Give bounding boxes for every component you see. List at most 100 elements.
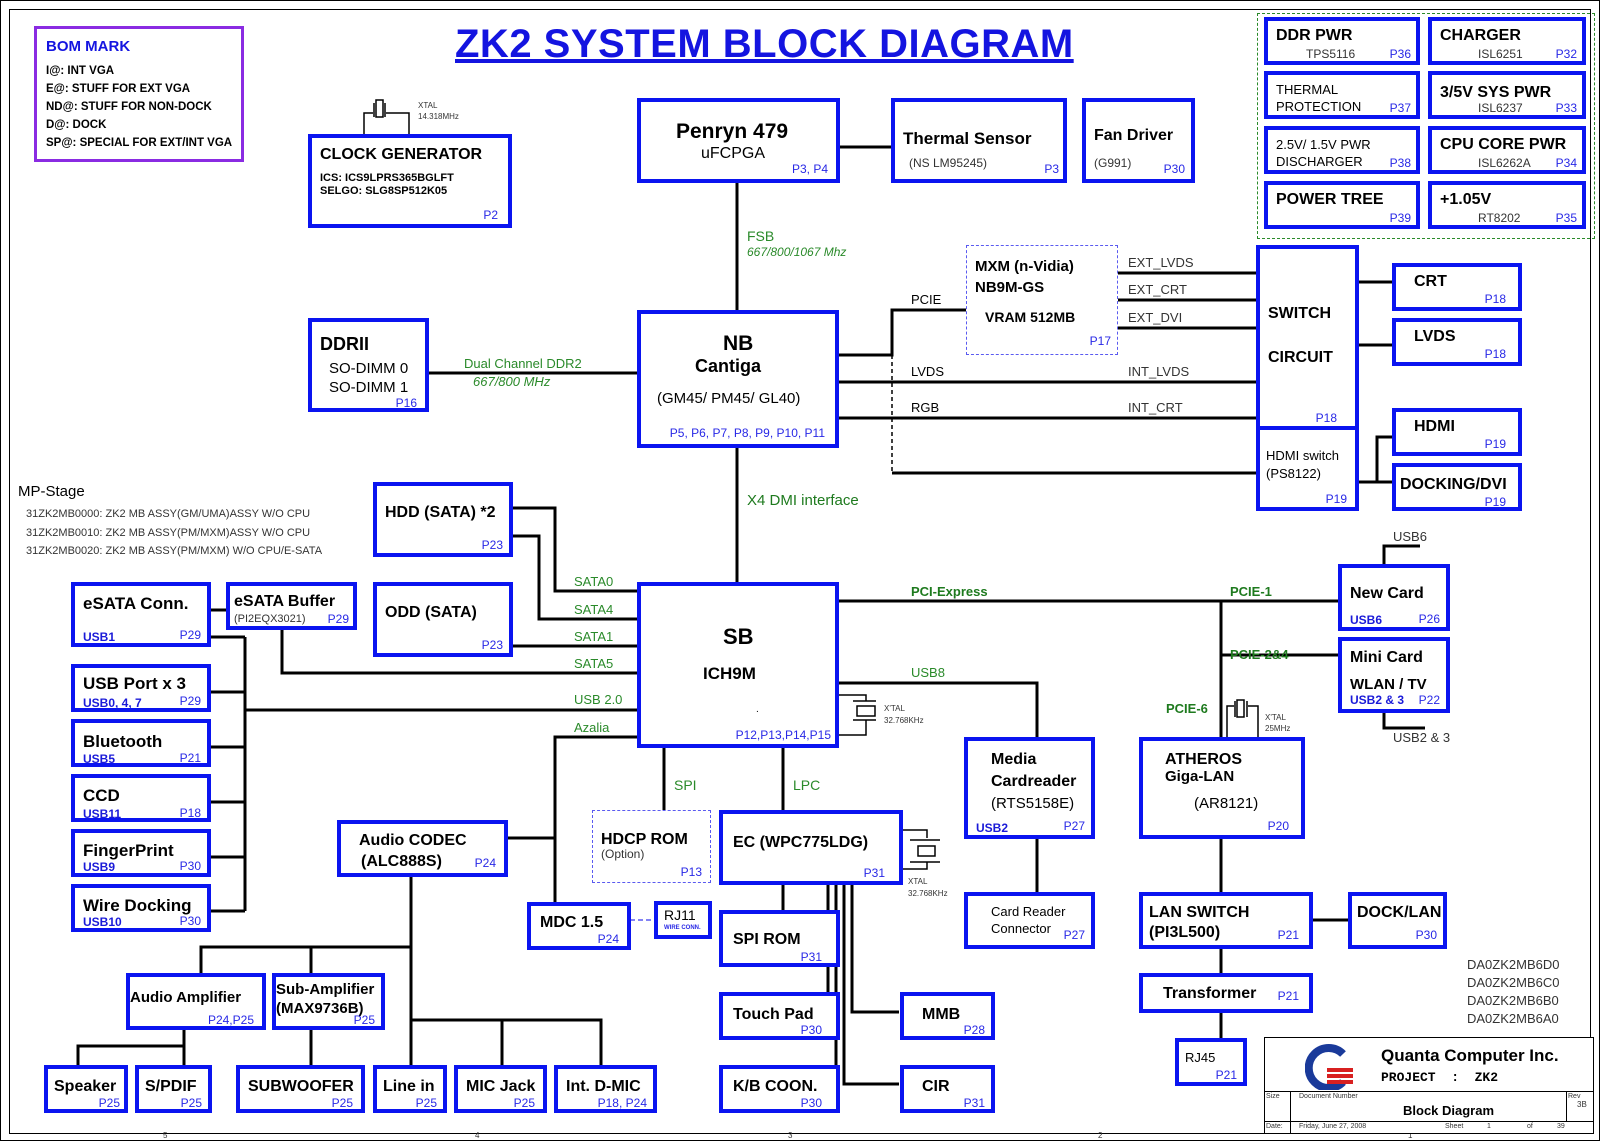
block-ddr-pwr[interactable]: DDR PWR TPS5116 P36 — [1264, 17, 1420, 65]
block-card-reader-connector[interactable]: Card Reader Connector P27 — [964, 892, 1095, 949]
block-title: HDMI — [1414, 418, 1455, 435]
bom-row: E@: STUFF FOR EXT VGA — [46, 83, 191, 95]
dmi-label: X4 DMI interface — [747, 492, 859, 509]
block-sub: (PI3L500) — [1149, 924, 1221, 941]
page-ref: P38 — [1389, 156, 1411, 170]
block-wire-docking[interactable]: Wire Docking USB10 P30 — [71, 884, 211, 932]
signal-pcie6: PCIE-6 — [1166, 701, 1208, 716]
block-title: DDRII — [320, 334, 369, 354]
block-media-cardreader[interactable]: Media Cardreader (RTS5158E) USB2 P27 — [964, 737, 1095, 839]
block-southbridge[interactable]: SB ICH9M . P12,P13,P14,P15 — [637, 582, 839, 748]
block-usb-port[interactable]: USB Port x 3 USB0, 4, 7 P29 — [71, 664, 211, 712]
block-esata-conn[interactable]: eSATA Conn. USB1 P29 — [71, 582, 211, 647]
block-odd[interactable]: ODD (SATA) P23 — [373, 582, 513, 657]
block-bluetooth[interactable]: Bluetooth USB5 P21 — [71, 719, 211, 767]
block-title: PROTECTION — [1276, 99, 1362, 114]
block-lan-switch[interactable]: LAN SWITCH (PI3L500) P21 — [1139, 892, 1313, 949]
block-title: Touch Pad — [733, 1006, 814, 1023]
block-title: MXM (n-Vidia) — [975, 258, 1074, 275]
signal-pcie1: PCIE-1 — [1230, 584, 1272, 599]
block-title: Cardreader — [991, 773, 1077, 790]
block-sub: WLAN / TV — [1350, 676, 1427, 693]
ddr-bus-label: Dual Channel DDR2 — [464, 356, 582, 371]
block-title: +1.05V — [1440, 191, 1492, 208]
block-speaker[interactable]: Speaker P25 — [44, 1065, 128, 1113]
fsb-speed: 667/800/1067 Mhz — [747, 245, 847, 259]
block-sub: (AR8121) — [1194, 795, 1259, 812]
signal-pcie: PCIE — [911, 292, 942, 307]
block-crt[interactable]: CRT P18 — [1392, 263, 1522, 311]
block-touch-pad[interactable]: Touch Pad P30 — [719, 992, 840, 1040]
signal-azalia: Azalia — [574, 720, 610, 735]
block-power-tree[interactable]: POWER TREE P39 — [1264, 181, 1420, 229]
block-sub: (RTS5158E) — [991, 795, 1075, 812]
block-transformer[interactable]: Transformer P21 — [1139, 973, 1313, 1013]
block-sub-amplifier[interactable]: Sub-Amplifier (MAX9736B) P25 — [272, 973, 385, 1030]
block-cpu-core-pwr[interactable]: CPU CORE PWR ISL6262A P34 — [1428, 126, 1586, 174]
block-cir[interactable]: CIR P31 — [900, 1065, 995, 1113]
signal-usb6: USB6 — [1393, 529, 1427, 544]
block-charger[interactable]: CHARGER ISL6251 P32 — [1428, 17, 1586, 65]
block-audio-codec[interactable]: Audio CODEC (ALC888S) P24 — [337, 820, 508, 877]
block-sys-pwr[interactable]: 3/5V SYS PWR ISL6237 P33 — [1428, 71, 1586, 119]
block-fan-driver[interactable]: Fan Driver (G991) P30 — [1082, 98, 1195, 183]
block-part: ISL6237 — [1478, 101, 1523, 115]
block-cpu[interactable]: Penryn 479 uFCPGA P3, P4 — [637, 98, 840, 183]
block-pwr-discharger[interactable]: 2.5V/ 1.5V PWR DISCHARGER P38 — [1264, 126, 1420, 174]
block-title: Penryn 479 — [676, 120, 789, 143]
block-int-dmic[interactable]: Int. D-MIC P18, P24 — [554, 1065, 657, 1113]
zone-label: 5 — [163, 1131, 168, 1140]
size-label: Size — [1266, 1093, 1280, 1100]
block-northbridge[interactable]: NB Cantiga (GM45/ PM45/ GL40) P5, P6, P7… — [637, 310, 839, 448]
block-lvds-panel[interactable]: LVDS P18 — [1392, 318, 1522, 366]
block-1v05[interactable]: +1.05V RT8202 P35 — [1428, 181, 1586, 229]
block-thermal-protection[interactable]: THERMAL PROTECTION P37 — [1264, 71, 1420, 119]
block-dock-lan[interactable]: DOCK/LAN P30 — [1348, 892, 1447, 949]
block-mic-jack[interactable]: MIC Jack P25 — [454, 1065, 547, 1113]
block-mdc[interactable]: MDC 1.5 P24 — [527, 902, 631, 950]
block-esata-buffer[interactable]: eSATA Buffer (PI2EQX3021) P29 — [226, 582, 357, 630]
block-title: CLOCK GENERATOR — [320, 146, 483, 163]
page-ref: P27 — [1063, 928, 1085, 942]
block-spdif[interactable]: S/PDIF P25 — [135, 1065, 212, 1113]
wire-usb8 — [835, 681, 1039, 738]
block-ec[interactable]: EC (WPC775LDG) P31 — [719, 810, 903, 885]
zone-label: 4 — [475, 1131, 480, 1140]
page-ref: P31 — [963, 1096, 985, 1110]
block-atheros-lan[interactable]: ATHEROS Giga-LAN (AR8121) P20 — [1139, 737, 1305, 839]
block-audio-amplifier[interactable]: Audio Amplifier P24,P25 — [126, 973, 266, 1030]
pcb-version: DA0ZK2MB6C0 — [1467, 975, 1560, 990]
block-ccd[interactable]: CCD USB11 P18 — [71, 774, 211, 822]
block-ddr2[interactable]: DDRII SO-DIMM 0 SO-DIMM 1 P16 — [308, 318, 429, 412]
block-spi-rom[interactable]: SPI ROM P31 — [719, 910, 840, 967]
block-title: LAN SWITCH — [1149, 904, 1250, 921]
page-ref: P25 — [331, 1096, 353, 1110]
block-subwoofer[interactable]: SUBWOOFER P25 — [236, 1065, 365, 1113]
block-fingerprint[interactable]: FingerPrint USB9 P30 — [71, 829, 211, 877]
block-clock-generator[interactable]: CLOCK GENERATOR ICS: ICS9LPRS365BGLFT SE… — [308, 134, 512, 228]
block-new-card[interactable]: New Card USB6 P26 — [1338, 564, 1450, 631]
zone-label: 1 — [1408, 1131, 1413, 1140]
document-title: Block Diagram — [1403, 1103, 1495, 1118]
block-switch-circuit[interactable]: SWITCH CIRCUIT P18 — [1256, 245, 1359, 431]
block-line-in[interactable]: Line in P25 — [373, 1065, 447, 1113]
block-hdd[interactable]: HDD (SATA) *2 P23 — [373, 482, 513, 557]
page-ref: P18 — [1484, 347, 1506, 361]
block-kb-conn[interactable]: K/B COON. P30 — [719, 1065, 840, 1113]
block-part: TPS5116 — [1306, 47, 1356, 61]
block-hdmi[interactable]: HDMI P19 — [1392, 408, 1522, 456]
block-docking-dvi[interactable]: DOCKING/DVI P19 — [1392, 463, 1522, 511]
power-blocks-group — [1257, 13, 1595, 239]
page-ref: P25 — [353, 1013, 375, 1027]
block-hdmi-switch[interactable]: HDMI switch (PS8122) P19 — [1256, 426, 1359, 511]
block-hdcp-rom[interactable]: HDCP ROM (Option) P13 — [592, 810, 711, 883]
block-mmb[interactable]: MMB P28 — [900, 992, 995, 1040]
block-title: K/B COON. — [733, 1078, 818, 1095]
block-mini-card[interactable]: Mini Card WLAN / TV USB2 & 3 P22 — [1338, 637, 1450, 713]
page-ref: P23 — [481, 638, 503, 652]
signal-usb8: USB8 — [911, 665, 945, 680]
block-thermal-sensor[interactable]: Thermal Sensor (NS LM95245) P3 — [891, 98, 1067, 183]
block-mxm-gpu[interactable]: MXM (n-Vidia) NB9M-GS VRAM 512MB P17 — [966, 245, 1118, 355]
block-rj45[interactable]: RJ45 P21 — [1175, 1038, 1247, 1086]
block-rj11[interactable]: RJ11 WIRE CONN. — [654, 901, 712, 939]
